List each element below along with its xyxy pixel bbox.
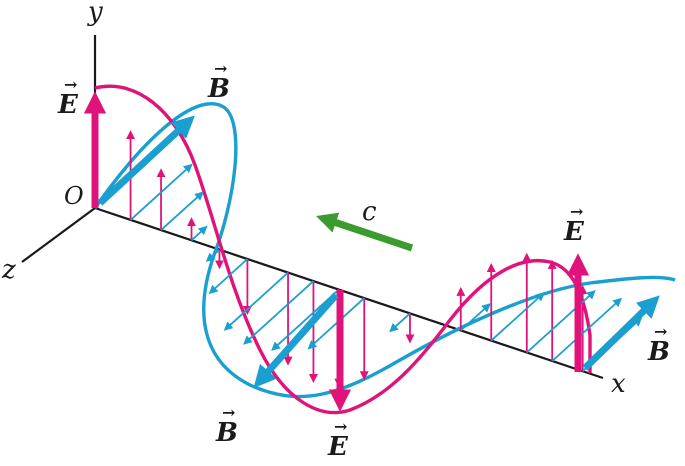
e-label-top-left: → E	[57, 75, 79, 120]
b-field-vector	[490, 292, 545, 342]
e-label-bottom: → E	[327, 417, 349, 462]
z-axis-label: z	[1, 255, 16, 285]
x-axis-label: x	[611, 369, 626, 399]
b-label-top: → B	[207, 59, 230, 104]
b-field-vector	[460, 303, 491, 332]
b-field-label: B	[647, 337, 670, 367]
b-vector-thick-right	[582, 295, 660, 371]
x-axis-line	[94, 206, 604, 380]
b-field-wave	[93, 102, 676, 399]
e-label-right: → E	[563, 202, 585, 247]
b-field-label: B	[215, 418, 238, 448]
z-axis-line	[21, 207, 96, 263]
b-field-vector	[190, 225, 208, 241]
b-vector-thick-origin	[97, 115, 195, 206]
b-field-vector	[526, 290, 596, 354]
y-axis-label: y	[87, 0, 103, 27]
e-field-wave	[94, 84, 592, 415]
vector-arrow-glyph: →	[64, 75, 77, 94]
vector-arrow-glyph: →	[654, 322, 667, 341]
b-field-vector	[223, 271, 289, 331]
b-field-label: B	[207, 74, 230, 104]
vector-arrow-glyph: →	[222, 403, 235, 422]
e-field-label: E	[57, 90, 79, 120]
e-field-label: E	[327, 432, 349, 462]
b-field-vector	[208, 258, 249, 295]
vector-arrow-glyph: →	[214, 59, 227, 78]
e-field-label: E	[563, 217, 585, 247]
b-field-vector	[129, 163, 193, 221]
b-label-right: → B	[647, 322, 670, 367]
b-field-vector	[205, 248, 221, 262]
b-vector-thick-middle	[253, 292, 339, 389]
origin-label: O	[64, 182, 84, 210]
b-field-vector	[160, 191, 204, 231]
propagation-arrow	[316, 212, 414, 252]
b-field-vectors	[129, 163, 643, 372]
b-field-vector	[243, 280, 315, 345]
vector-arrow-glyph: →	[334, 417, 347, 436]
speed-label: c	[362, 197, 377, 227]
vector-arrow-glyph: →	[570, 202, 583, 221]
b-field-vector	[389, 312, 411, 333]
b-label-bottom: → B	[215, 403, 238, 448]
b-field-vector	[551, 297, 623, 362]
